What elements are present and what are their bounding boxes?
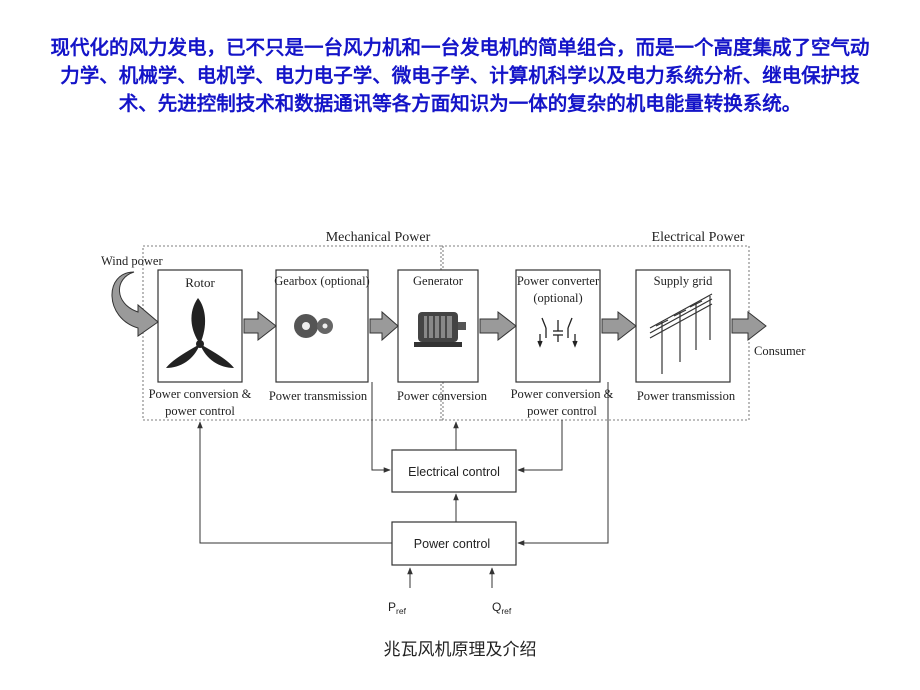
- power-converter-title: Power converter: [517, 274, 600, 288]
- rotor-caption-line1: Power conversion &: [149, 387, 252, 401]
- power-control-label: Power control: [414, 537, 490, 551]
- generator-caption: Power conversion: [397, 389, 488, 403]
- supply-grid-box: [635, 269, 731, 383]
- gearbox-caption: Power transmission: [269, 389, 368, 403]
- wind-power-label: Wind power: [101, 254, 163, 268]
- footer-caption: 兆瓦风机原理及介绍: [383, 640, 537, 660]
- generator-feedback-line: [371, 382, 391, 473]
- converter-caption-line2: power control: [527, 404, 597, 418]
- q-ref-label: Qref: [492, 600, 512, 616]
- supply-grid-title: Supply grid: [654, 274, 713, 288]
- flow-arrow-converter-grid: [601, 310, 637, 342]
- electrical-control-label: Electrical control: [408, 465, 500, 479]
- rotor-caption-line2: power control: [165, 404, 235, 418]
- electrical-control-box: [391, 449, 517, 493]
- power-converter-icon: [537, 317, 578, 348]
- p-ref-label: Pref: [388, 600, 407, 616]
- mechanical-power-label: Mechanical Power: [326, 230, 431, 245]
- converter-feedback-line: [517, 420, 563, 473]
- consumer-label: Consumer: [754, 344, 806, 358]
- supply-grid-icon: [649, 293, 713, 374]
- grid-caption: Power transmission: [637, 389, 736, 403]
- electrical-power-label: Electrical Power: [652, 230, 745, 245]
- flow-arrow-gearbox-generator: [369, 310, 399, 342]
- rotor-title: Rotor: [185, 275, 215, 290]
- intro-paragraph: 现代化的风力发电，已不只是一台风力机和一台发电机的简单组合，而是一个高度集成了空…: [50, 36, 870, 115]
- power-flow-arrows: [243, 310, 767, 342]
- flow-arrow-generator-converter: [479, 310, 517, 342]
- gearbox-icon: [294, 314, 333, 338]
- control-signal-lines: [197, 382, 609, 588]
- converter-caption-line1: Power conversion &: [511, 387, 614, 401]
- rotor-control-line: [197, 421, 392, 544]
- power-control-box: [391, 521, 517, 566]
- generator-title: Generator: [413, 274, 464, 288]
- flow-arrow-rotor-gearbox: [243, 310, 277, 342]
- grid-feedback-line: [517, 382, 609, 546]
- flow-arrow-grid-consumer: [731, 310, 767, 342]
- power-converter-optional: (optional): [533, 291, 582, 305]
- rotor-icon: [166, 298, 234, 368]
- gearbox-title: Gearbox (optional): [274, 274, 369, 288]
- wind-arrow-icon: [111, 271, 159, 337]
- generator-icon: [414, 312, 466, 347]
